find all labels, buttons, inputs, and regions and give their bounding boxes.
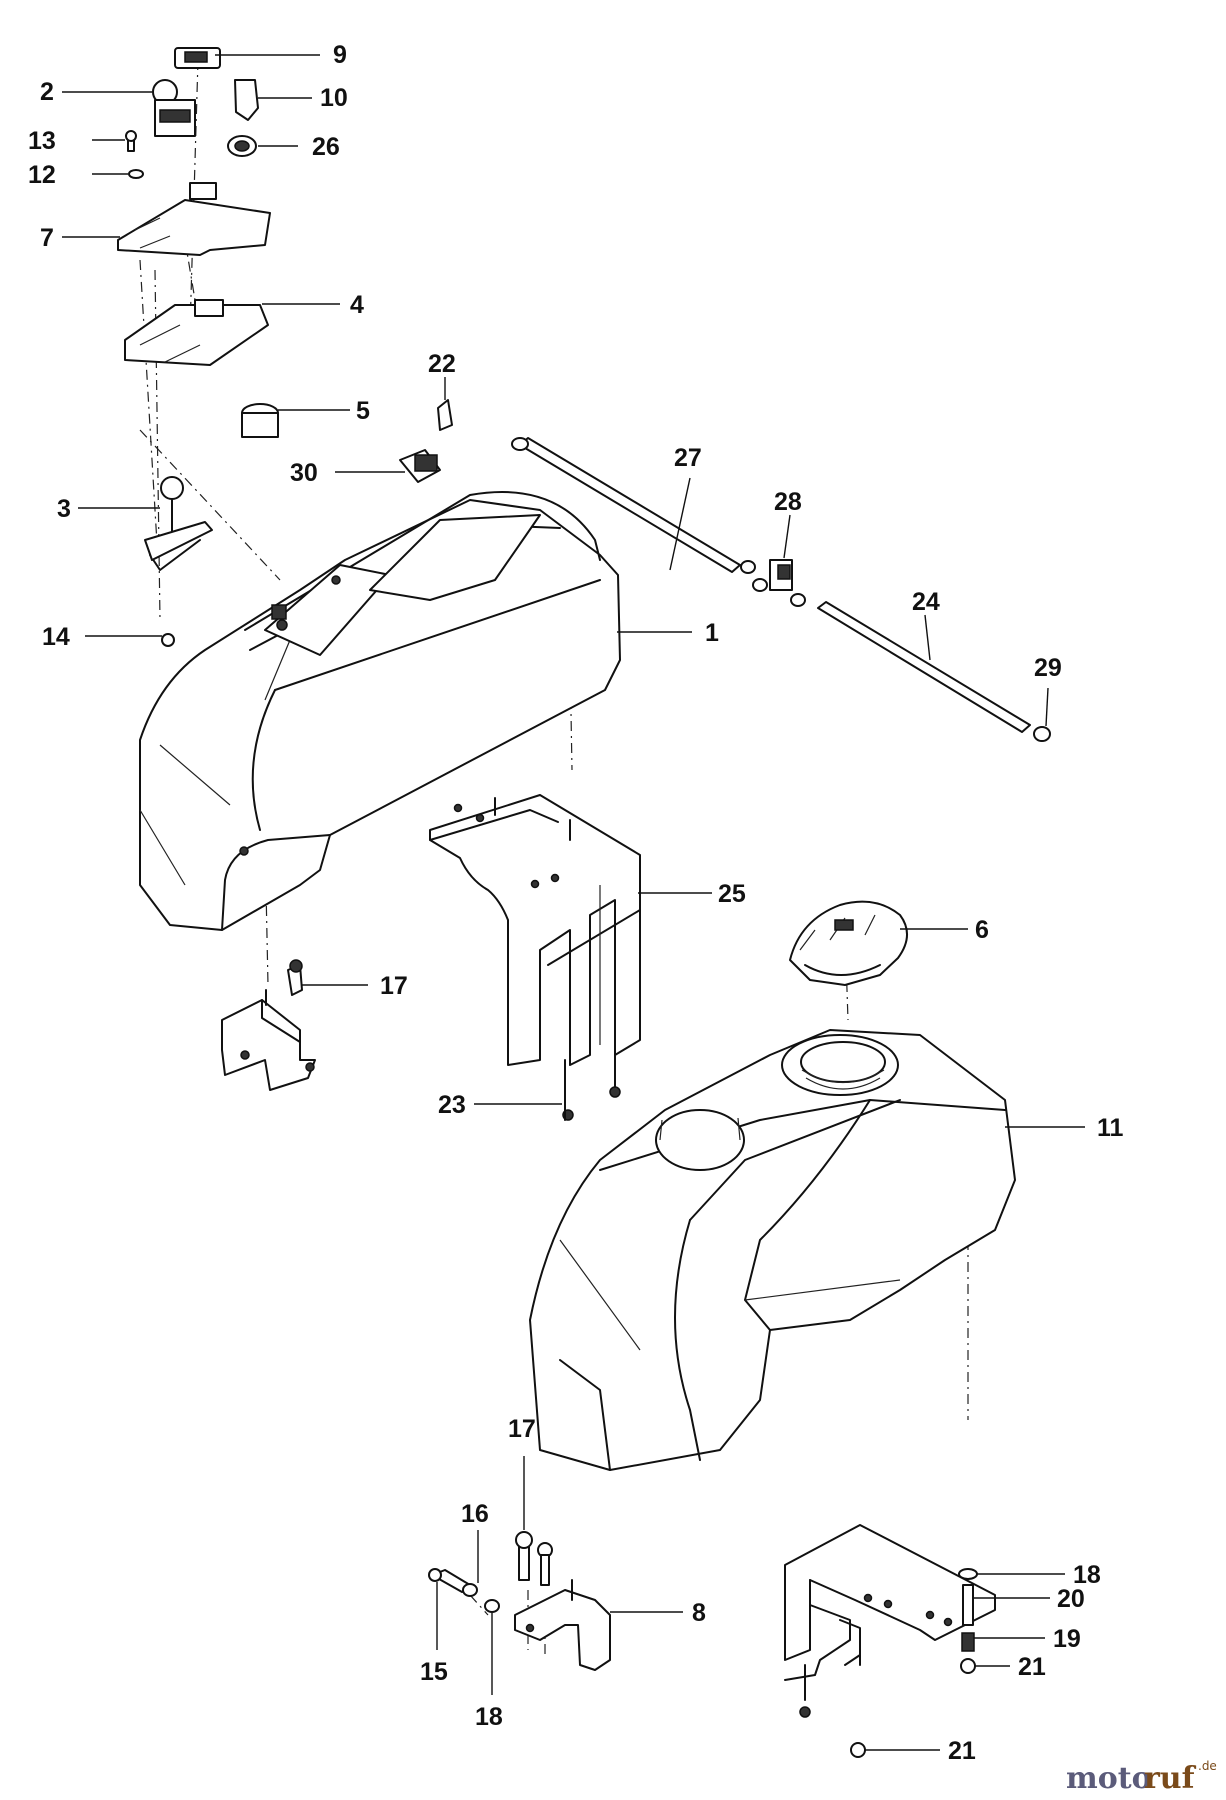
callout-18-lower: 18 <box>475 1703 503 1731</box>
callout-9: 9 <box>333 41 347 69</box>
callout-14: 14 <box>42 623 70 651</box>
bracket-right <box>784 1524 996 1718</box>
watermark-logo: moto ruf .de <box>1066 1759 1217 1796</box>
callout-21-right: 21 <box>1018 1653 1046 1681</box>
svg-text:.de: .de <box>1198 1759 1217 1773</box>
mount-bracket-8 <box>514 1579 611 1671</box>
callout-13: 13 <box>28 127 56 155</box>
callout-17-upper: 17 <box>380 972 408 1000</box>
callout-3: 3 <box>57 495 71 523</box>
callout-28: 28 <box>774 488 802 516</box>
callout-25: 25 <box>718 880 746 908</box>
callout-15: 15 <box>420 1658 448 1686</box>
svg-text:moto: moto <box>1066 1761 1152 1796</box>
callout-21-lower: 21 <box>948 1737 976 1765</box>
callout-8: 8 <box>692 1599 706 1627</box>
callout-10: 10 <box>320 84 348 112</box>
callout-26: 26 <box>312 133 340 161</box>
callout-24: 24 <box>912 588 940 616</box>
callout-27: 27 <box>674 444 702 472</box>
callout-20: 20 <box>1057 1585 1085 1613</box>
callout-16: 16 <box>461 1500 489 1528</box>
callout-5: 5 <box>356 397 370 425</box>
svg-text:ruf: ruf <box>1144 1761 1197 1796</box>
callout-6: 6 <box>975 916 989 944</box>
mount-bracket-upper <box>221 959 316 1091</box>
callout-4: 4 <box>350 291 364 319</box>
callout-17-lower: 17 <box>508 1415 536 1443</box>
callout-1: 1 <box>705 619 719 647</box>
callout-30: 30 <box>290 459 318 487</box>
console-cover <box>139 491 621 931</box>
callout-2: 2 <box>40 78 54 106</box>
callout-12: 12 <box>28 161 56 189</box>
callouts: 9 2 10 13 26 12 7 4 22 5 30 27 28 3 24 1 <box>28 41 1124 1765</box>
callout-29: 29 <box>1034 654 1062 682</box>
bracket-25 <box>429 794 641 1121</box>
callout-23: 23 <box>438 1091 466 1119</box>
callout-11: 11 <box>1097 1114 1124 1142</box>
callout-7: 7 <box>40 224 54 252</box>
callout-19: 19 <box>1053 1625 1081 1653</box>
callout-22: 22 <box>428 350 456 378</box>
fuel-tank <box>529 1029 1016 1471</box>
fuel-cap <box>789 900 908 986</box>
callout-18-right: 18 <box>1073 1561 1101 1589</box>
small-hardware <box>117 47 1051 1758</box>
